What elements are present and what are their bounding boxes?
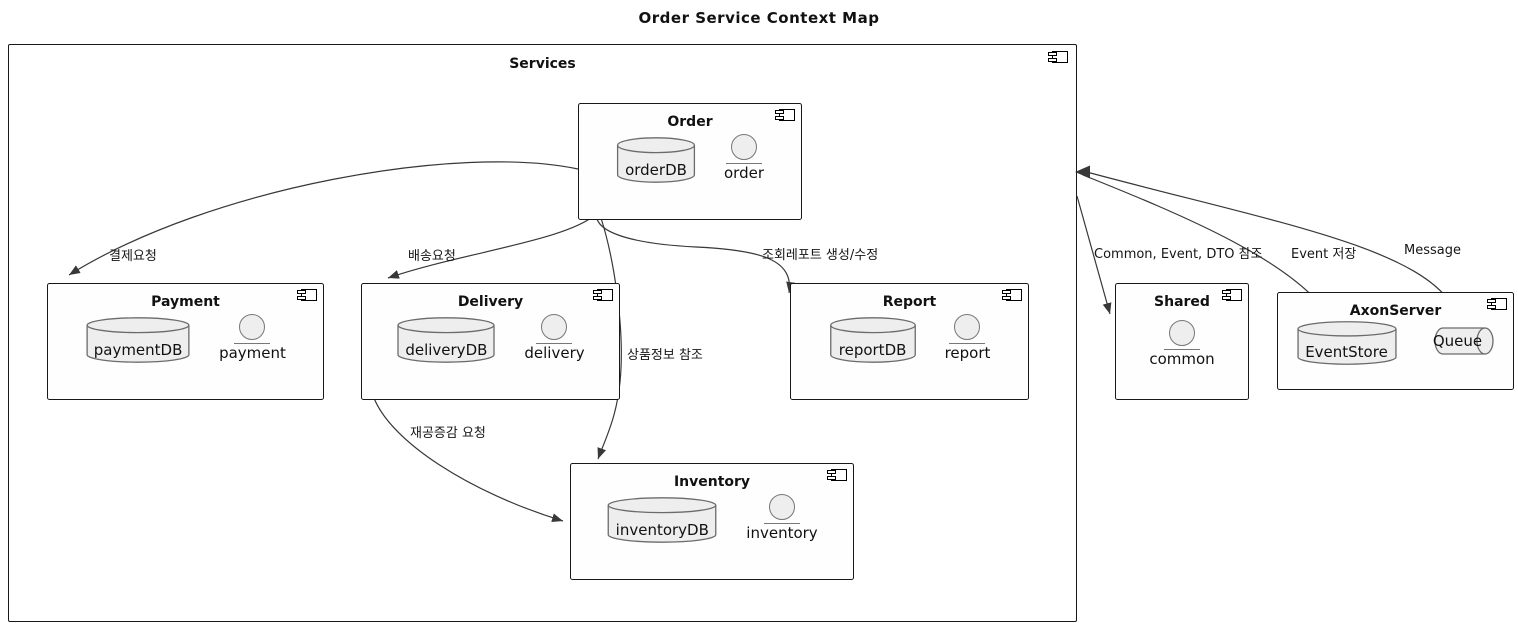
database-label: deliveryDB (405, 340, 488, 359)
database-deliverydb: deliveryDB (396, 317, 496, 363)
database-icon (396, 317, 496, 363)
entity-label: inventory (746, 524, 818, 542)
component-shared: Shared common (1115, 283, 1249, 400)
component-icon (1222, 289, 1242, 301)
entity-order: order (724, 134, 764, 183)
database-icon (85, 317, 191, 363)
database-label: EventStore (1305, 343, 1388, 361)
component-title: AxonServer (1349, 303, 1442, 319)
edge-label-services-queue: Message (1404, 243, 1461, 258)
database-reportdb: reportDB (829, 317, 917, 363)
component-icon (593, 289, 613, 301)
component-title: Delivery (457, 294, 524, 310)
entity-circle-icon (731, 134, 757, 160)
database-label: reportDB (838, 340, 907, 359)
entity-label: payment (219, 344, 286, 362)
edge-label-order-inventory: 상품정보 참조 (627, 348, 703, 363)
entity-circle-icon (1169, 320, 1195, 346)
entity-circle-icon (239, 314, 266, 340)
database-icon (1296, 321, 1398, 365)
database-icon (606, 497, 718, 543)
entity-report: report (944, 314, 991, 363)
entity-underline (536, 343, 573, 344)
database-paymentdb: paymentDB (85, 317, 191, 363)
component-icon (1002, 289, 1022, 301)
database-eventstore: EventStore (1296, 321, 1398, 365)
entity-underline (1164, 349, 1200, 350)
component-title: Payment (151, 294, 220, 310)
entity-circle-icon (768, 494, 795, 520)
page-title: Order Service Context Map (638, 9, 880, 27)
queue-label: Queue (1432, 332, 1483, 350)
database-icon (829, 317, 917, 363)
arrowhead-into-services (1075, 165, 1090, 179)
entity-delivery: delivery (524, 314, 585, 363)
entity-common: common (1149, 320, 1215, 369)
component-icon (297, 289, 317, 301)
entity-circle-icon (954, 314, 981, 340)
edge-label-services-eventstore: Event 저장 (1291, 247, 1357, 262)
database-orderdb: orderDB (616, 137, 696, 183)
component-title: Order (667, 114, 713, 130)
database-label: orderDB (625, 160, 687, 179)
entity-label: delivery (524, 344, 585, 362)
component-order: Order orderDB order (578, 103, 802, 220)
component-delivery: Delivery deliveryDB delivery (361, 283, 620, 400)
component-title: Inventory (673, 474, 751, 490)
component-icon (1487, 298, 1507, 310)
entity-underline (234, 343, 271, 344)
queue-icon (1433, 327, 1494, 355)
database-label: inventoryDB (615, 520, 709, 539)
component-icon (1048, 51, 1068, 63)
entity-payment: payment (219, 314, 286, 363)
component-title: Shared (1154, 294, 1210, 310)
edge-label-order-payment: 결제요청 (109, 249, 157, 264)
entity-inventory: inventory (746, 494, 818, 543)
component-icon (775, 109, 795, 121)
edge-label-delivery-inventory: 재공증감 요청 (410, 426, 486, 441)
frame-title: Services (509, 56, 576, 72)
edge-label-order-delivery: 배송요청 (408, 249, 456, 264)
entity-underline (949, 343, 986, 344)
component-title: Report (882, 294, 937, 310)
entity-label: report (944, 344, 991, 362)
entity-circle-icon (541, 314, 568, 340)
component-payment: Payment paymentDB payment (47, 283, 324, 400)
edge-label-services-shared: Common, Event, DTO 참조 (1094, 247, 1263, 262)
queue-shape: Queue (1430, 326, 1496, 360)
component-report: Report reportDB report (790, 283, 1029, 400)
entity-underline (763, 523, 800, 524)
database-label: paymentDB (93, 340, 183, 359)
component-icon (827, 469, 847, 481)
entity-underline (726, 163, 762, 164)
database-inventorydb: inventoryDB (606, 497, 718, 543)
database-icon (616, 137, 696, 183)
component-inventory: Inventory inventoryDB inventory (570, 463, 854, 580)
edge-label-order-report: 조회레포트 생성/수정 (762, 248, 879, 263)
component-axonserver: AxonServer EventStore Queue (1277, 292, 1514, 390)
entity-label: order (724, 164, 764, 182)
entity-label: common (1149, 350, 1215, 368)
